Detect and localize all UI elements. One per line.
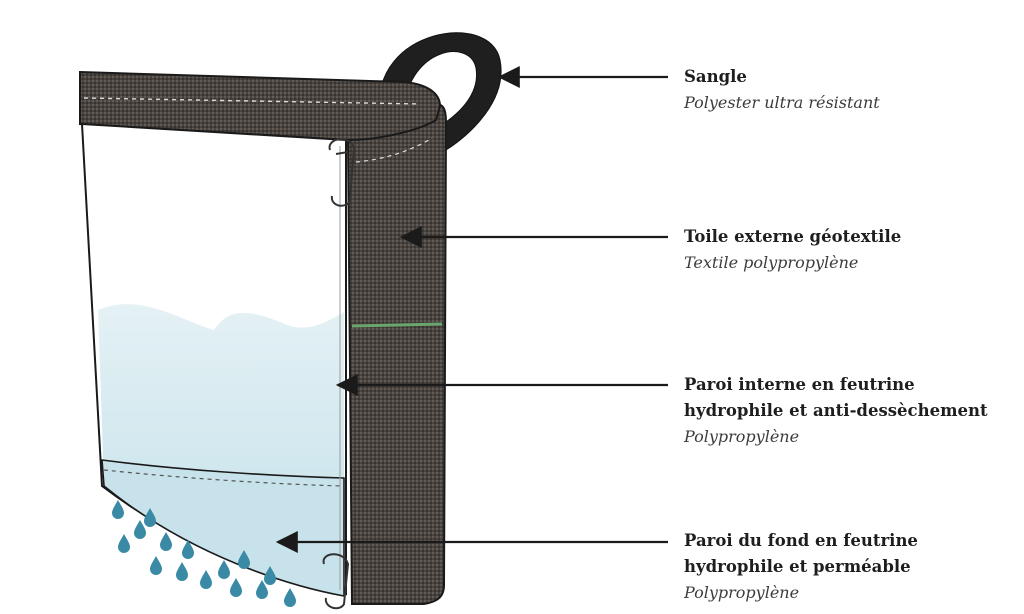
top-rim-band [79,70,442,142]
label-paroi-fond-subtitle: Polypropylène [684,583,800,602]
bottom-clip [322,553,350,610]
green-seam [351,322,443,328]
label-toile: Toile externe géotextile Textile polypro… [684,224,901,276]
outer-fabric-wall [346,102,448,605]
strap [379,32,502,151]
label-paroi-interne-subtitle: Polypropylène [684,427,800,446]
label-sangle-title: Sangle [684,67,747,86]
label-paroi-interne-title-2: hydrophile et anti-dessèchement [684,401,988,420]
label-paroi-fond: Paroi du fond en feutrine hydrophile et … [684,528,918,606]
label-paroi-interne: Paroi interne en feutrine hydrophile et … [684,372,988,450]
label-toile-subtitle: Textile polypropylène [684,253,859,272]
label-paroi-fond-title-2: hydrophile et perméable [684,557,911,576]
water-drops [112,500,296,607]
label-sangle: Sangle Polyester ultra résistant [684,64,880,116]
label-toile-title: Toile externe géotextile [684,227,902,246]
top-clip [328,138,356,207]
label-paroi-fond-title-1: Paroi du fond en feutrine [684,531,918,550]
label-sangle-subtitle: Polyester ultra résistant [684,93,880,112]
label-paroi-interne-title-1: Paroi interne en feutrine [684,375,915,394]
